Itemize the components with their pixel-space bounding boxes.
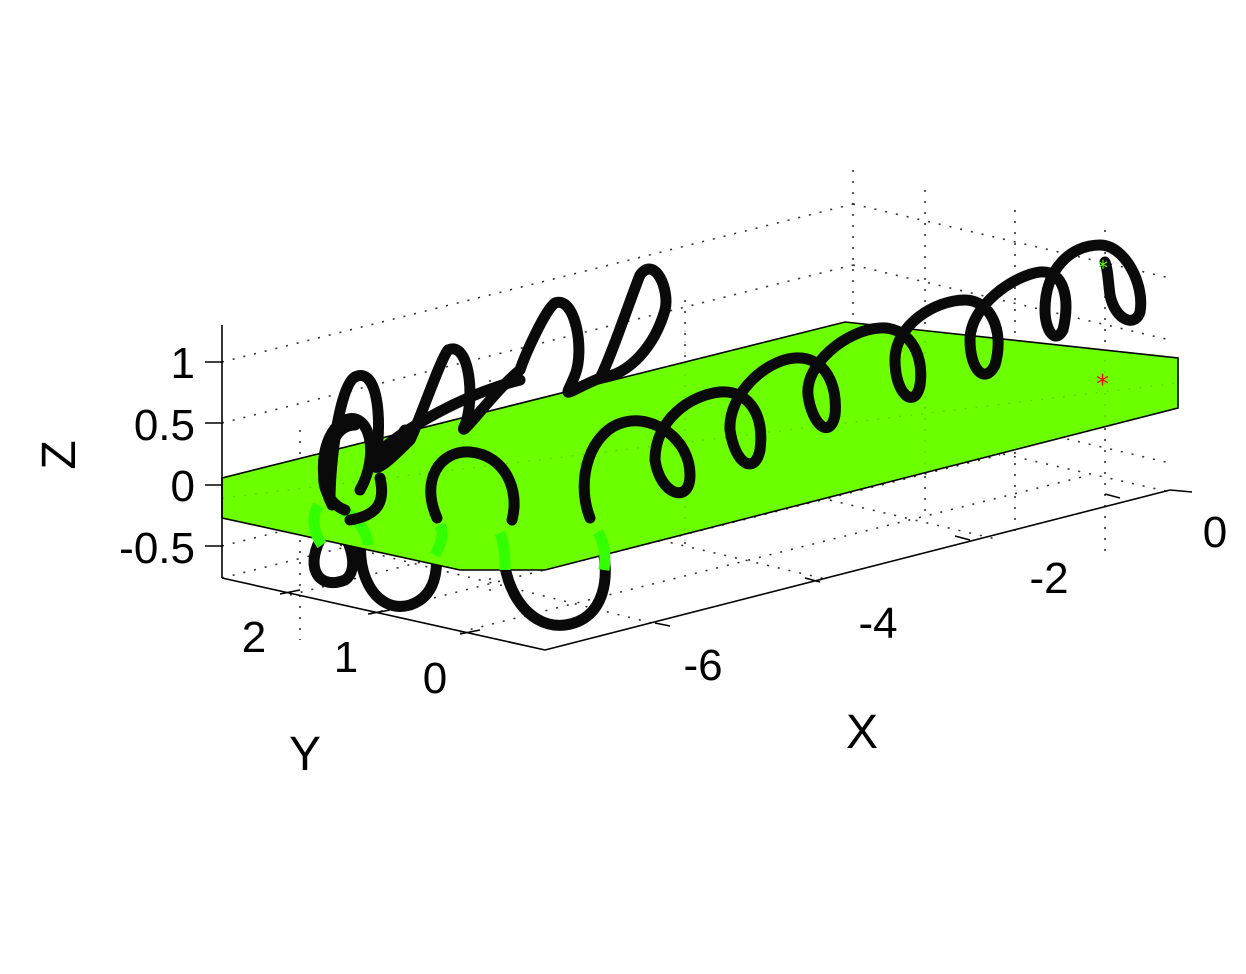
- svg-text:2: 2: [242, 613, 266, 662]
- svg-text:-6: -6: [683, 641, 722, 690]
- helix-through-plane: [308, 502, 611, 571]
- svg-text:*: *: [1098, 256, 1108, 280]
- svg-text:1: 1: [334, 633, 358, 682]
- svg-text:*: *: [1096, 370, 1109, 400]
- plane-grid: [221, 330, 1179, 545]
- svg-text:0: 0: [423, 654, 447, 703]
- marker-red-star: *: [1096, 370, 1109, 400]
- svg-text:-4: -4: [858, 599, 897, 648]
- z-axis-label: Z: [33, 440, 86, 469]
- svg-text:0: 0: [171, 462, 195, 511]
- z-axis-ticks: 1 0.5 0 -0.5: [119, 339, 195, 573]
- helix-front: [425, 239, 1147, 526]
- svg-text:0.5: 0.5: [134, 401, 195, 450]
- y-axis-ticks: 2 1 0: [242, 613, 447, 703]
- svg-text:-2: -2: [1029, 554, 1068, 603]
- svg-text:-0.5: -0.5: [119, 524, 195, 573]
- svg-text:1: 1: [171, 339, 195, 388]
- x-axis-ticks: -6 -4 -2 0: [683, 508, 1227, 690]
- x-axis-label: X: [846, 706, 878, 759]
- helix-back: [317, 263, 672, 526]
- y-axis-label: Y: [289, 728, 321, 781]
- svg-text:0: 0: [1203, 508, 1227, 557]
- marker-green-star: *: [1098, 256, 1108, 280]
- axes-lines: [205, 325, 1193, 651]
